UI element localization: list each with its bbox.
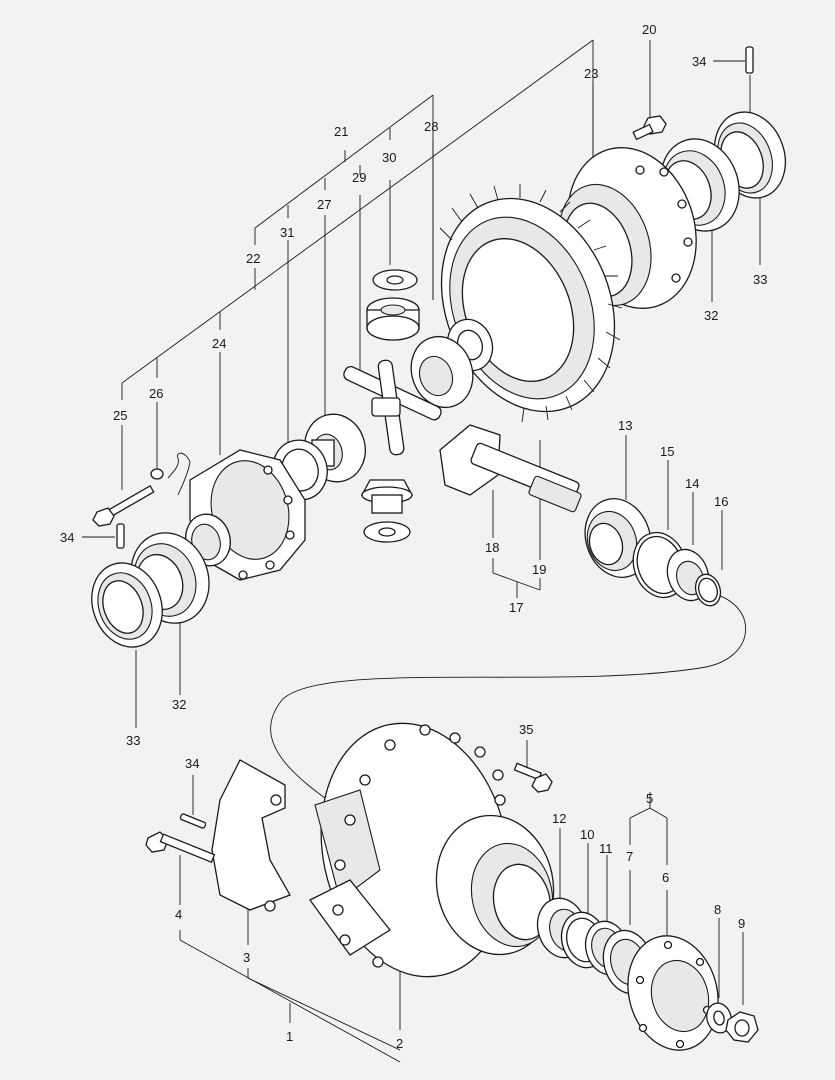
label-27: 27 [317, 197, 331, 212]
label-20: 20 [642, 22, 656, 37]
label-17: 17 [509, 600, 523, 615]
label-32-left: 32 [172, 697, 186, 712]
label-6: 6 [662, 870, 669, 885]
label-25: 25 [113, 408, 127, 423]
bolt-35 [513, 762, 553, 793]
label-32-top: 32 [704, 308, 718, 323]
label-12: 12 [552, 811, 566, 826]
label-28: 28 [424, 119, 438, 134]
spider-29 [343, 359, 442, 456]
label-34-left: 34 [60, 530, 74, 545]
leader-lines [82, 39, 761, 1063]
label-9: 9 [738, 916, 745, 931]
label-16: 16 [714, 494, 728, 509]
label-19: 19 [532, 562, 546, 577]
label-22: 22 [246, 251, 260, 266]
label-15: 15 [660, 444, 674, 459]
differential-pinion-bottom [360, 479, 414, 514]
label-8: 8 [714, 902, 721, 917]
label-24: 24 [212, 336, 226, 351]
label-4: 4 [175, 907, 182, 922]
side-gear-28 [366, 297, 420, 341]
label-1: 1 [286, 1029, 293, 1044]
label-29: 29 [352, 170, 366, 185]
label-2: 2 [396, 1036, 403, 1051]
label-10: 10 [580, 827, 594, 842]
adjusting-ring-33-left [91, 562, 163, 648]
axle-housing-2 [309, 722, 555, 978]
drive-pinion-18 [439, 424, 582, 513]
thrust-washer-bottom [363, 521, 411, 543]
differential-case-24 [185, 449, 306, 581]
bolt-20 [632, 115, 667, 141]
label-33-left: 33 [126, 733, 140, 748]
washer-8 [706, 1002, 732, 1034]
ring-16 [694, 573, 722, 607]
thrust-washer-30 [372, 269, 418, 291]
label-34-bottom: 34 [185, 756, 199, 771]
label-13: 13 [618, 418, 632, 433]
pin-34-left [116, 523, 125, 549]
label-5: 5 [646, 791, 653, 806]
pin-34-top [745, 46, 754, 74]
bolt-25 [92, 485, 155, 527]
differential-pinion-right [410, 335, 474, 409]
label-18: 18 [485, 540, 499, 555]
label-3: 3 [243, 950, 250, 965]
label-7: 7 [626, 849, 633, 864]
bearing-cap-3 [211, 759, 291, 912]
nut-9 [725, 1011, 759, 1043]
label-33-top: 33 [753, 272, 767, 287]
washer-26 [150, 468, 164, 480]
label-23: 23 [584, 66, 598, 81]
label-21: 21 [334, 124, 348, 139]
label-35: 35 [519, 722, 533, 737]
label-31: 31 [280, 225, 294, 240]
label-14: 14 [685, 476, 699, 491]
part-number-labels: 20 34 23 21 28 30 29 27 31 22 33 32 24 2… [60, 22, 767, 1051]
label-34-top: 34 [692, 54, 706, 69]
companion-flange-6 [627, 935, 719, 1051]
pin-34-bottom [179, 813, 207, 829]
label-11: 11 [599, 841, 613, 856]
bolt-4 [145, 831, 216, 864]
label-30: 30 [382, 150, 396, 165]
label-26: 26 [149, 386, 163, 401]
